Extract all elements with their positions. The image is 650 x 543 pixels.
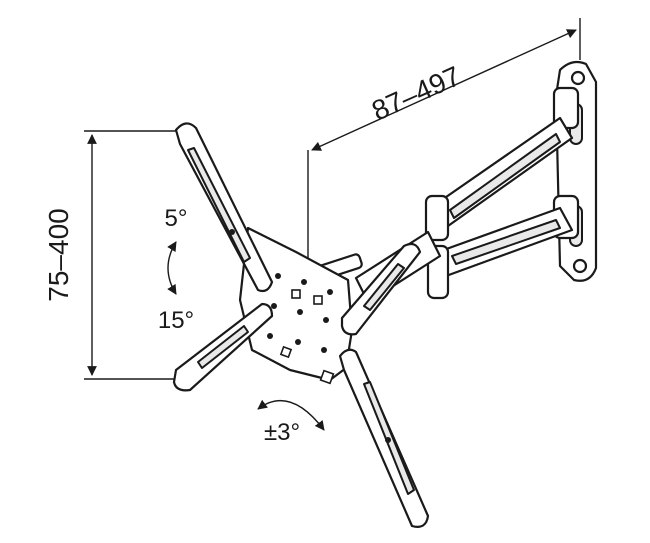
upper-arm-top-inner [449, 133, 561, 219]
depth-dimension-line [311, 29, 577, 151]
elbow-hinge-top [424, 194, 450, 242]
vesa-dimension: 75–400 [43, 130, 178, 380]
plate-hole [321, 347, 327, 353]
plate-hole [297, 309, 303, 315]
plate-square-slot [319, 369, 335, 385]
vesa-arm-bottom-left-slot [197, 325, 249, 369]
wall-plate-screw-top [570, 70, 586, 86]
tilt-down-label: 15° [158, 307, 194, 334]
tilt-indicator: 5° 15° [158, 205, 194, 334]
plate-hole [301, 279, 307, 285]
vesa-arm-bottom-right [338, 348, 430, 528]
articulating-arm [303, 86, 580, 304]
vesa-arm-hole [385, 437, 391, 443]
rotation-indicator: ±3° [257, 399, 325, 446]
rotation-label: ±3° [264, 419, 300, 446]
plate-square-slot [313, 295, 323, 305]
depth-range-label: 87–497 [367, 60, 465, 126]
tilt-up-label: 5° [165, 205, 188, 232]
plate-hole [323, 317, 329, 323]
vesa-arm-top-left-slot [187, 147, 251, 263]
rotation-arrow [257, 399, 325, 431]
plate-square-slot [279, 345, 293, 359]
plate-hole [275, 273, 281, 279]
wall-plate-screw-bottom [572, 258, 588, 274]
vesa-arms [172, 122, 430, 528]
plate-square-slot [291, 289, 301, 299]
upper-arm-bottom-inner [451, 219, 561, 265]
vesa-range-label: 75–400 [43, 208, 74, 301]
plate-hole [267, 333, 273, 339]
plate-hole [271, 303, 277, 309]
vesa-arm-hole [229, 229, 235, 235]
plate-hole [327, 289, 333, 295]
plate-hole [295, 339, 301, 345]
tilt-arrow [167, 241, 177, 295]
vesa-arm-top-right-slot [363, 263, 405, 311]
